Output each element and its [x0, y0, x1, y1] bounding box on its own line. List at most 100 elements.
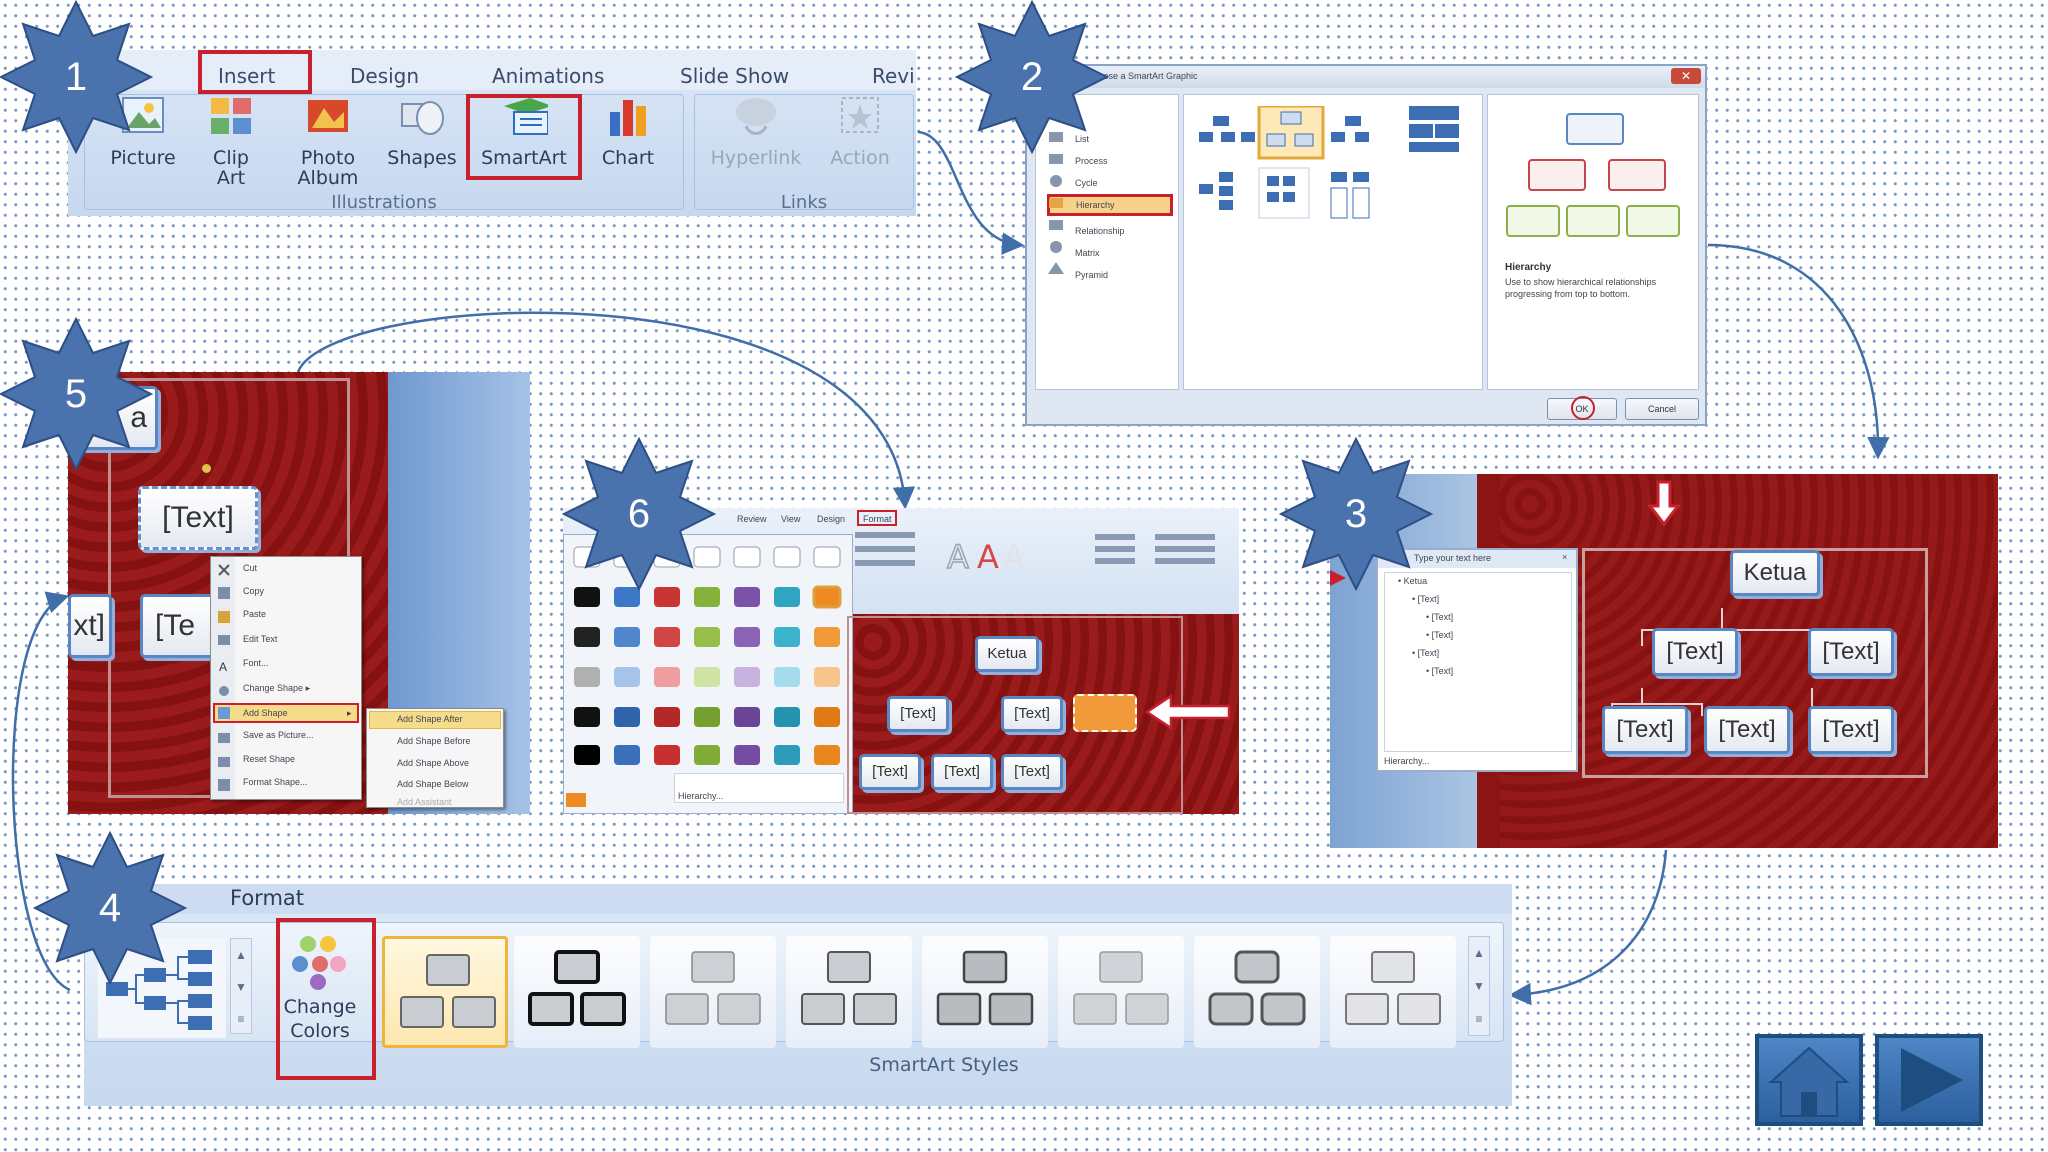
ok-highlight-circle: [1571, 396, 1595, 420]
text-pane-item[interactable]: • Ketua: [1398, 576, 1428, 586]
category-icons: [1048, 132, 1064, 274]
node-text[interactable]: [Text]: [1001, 754, 1063, 790]
node-text[interactable]: [Text]: [1808, 628, 1894, 676]
category-cycle[interactable]: Cycle: [1075, 178, 1098, 188]
node-new-orange[interactable]: [1073, 694, 1137, 732]
node-selected[interactable]: [Text]: [138, 486, 258, 550]
context-menu[interactable]: Cut Copy Paste Edit Text Font... Change …: [210, 556, 362, 800]
tab-review[interactable]: Review: [737, 514, 767, 524]
category-hierarchy[interactable]: Hierarchy: [1047, 194, 1173, 216]
menu-save-as-picture[interactable]: Save as Picture...: [243, 730, 314, 740]
action-button[interactable]: Action: [818, 94, 902, 168]
add-shape-submenu[interactable]: Add Shape After Add Shape Before Add Sha…: [366, 708, 504, 808]
text-pane-screenshot: Type your text here × • Ketua • [Text] •…: [1330, 474, 1998, 848]
node-text[interactable]: [Text]: [887, 696, 949, 732]
dialog-close-button[interactable]: ✕: [1671, 68, 1701, 84]
node-text[interactable]: [Text]: [1704, 706, 1790, 754]
text-pane-title: Type your text here: [1414, 553, 1492, 563]
tab-insert[interactable]: Insert: [218, 64, 276, 88]
menu-copy[interactable]: Copy: [243, 586, 265, 596]
text-pane-item[interactable]: • [Text]: [1426, 612, 1454, 622]
node-partial[interactable]: xt]: [68, 594, 112, 658]
style-gallery-item[interactable]: [650, 936, 776, 1048]
node-text[interactable]: [Text]: [931, 754, 993, 790]
style-gallery-item[interactable]: [922, 936, 1048, 1048]
node-text[interactable]: [Text]: [1602, 706, 1688, 754]
style-gallery-item[interactable]: [382, 936, 508, 1048]
step-seal-2: 2: [952, 0, 1112, 157]
node-ketua[interactable]: Ketua: [975, 636, 1039, 672]
step-seal-6: 6: [559, 434, 719, 594]
style-gallery-item[interactable]: [1194, 936, 1320, 1048]
text-pane[interactable]: Type your text here × • Ketua • [Text] •…: [1376, 548, 1578, 772]
menu-reset-shape[interactable]: Reset Shape: [243, 754, 296, 764]
text-pane-close[interactable]: ×: [1562, 552, 1568, 562]
text-pane-item[interactable]: • [Text]: [1426, 666, 1454, 676]
style-gallery-item[interactable]: [1058, 936, 1184, 1048]
dialog-title: Choose a SmartArt Graphic: [1087, 71, 1198, 81]
smartart-styles-screenshot: Format ▲▼≡ Change Colors ▲▼≡ SmartArt St…: [84, 884, 1512, 1106]
tab-slide-show[interactable]: Slide Show: [680, 64, 790, 88]
tab-animations[interactable]: Animations: [492, 64, 605, 88]
smartart-dialog-screenshot: Choose a SmartArt Graphic ✕ List Process…: [1025, 64, 1707, 426]
hierarchy-footer[interactable]: Hierarchy...: [678, 791, 724, 801]
text-pane-footer[interactable]: Hierarchy...: [1384, 756, 1430, 766]
node-text[interactable]: [Text]: [1652, 628, 1738, 676]
category-process[interactable]: Process: [1075, 156, 1108, 166]
home-icon: [1768, 1046, 1850, 1117]
arrow-3-to-4: [1508, 849, 1668, 1006]
submenu-add-assistant[interactable]: Add Assistant: [397, 797, 452, 807]
menu-change-shape[interactable]: Change Shape ▸: [243, 683, 311, 693]
smartart-highlight: [466, 94, 582, 180]
links-group-label: Links: [780, 192, 828, 213]
menu-add-shape[interactable]: Add Shape▸: [213, 703, 359, 723]
smartart-icon: [504, 98, 552, 135]
hyperlink-button[interactable]: Hyperlink: [698, 94, 814, 168]
cancel-button[interactable]: Cancel: [1625, 398, 1699, 420]
style-gallery-item[interactable]: [786, 936, 912, 1048]
submenu-add-shape-before[interactable]: Add Shape Before: [397, 736, 471, 746]
menu-paste[interactable]: Paste: [243, 609, 267, 619]
left-arrow-icon: [1144, 693, 1231, 731]
submenu-add-shape-after[interactable]: Add Shape After: [397, 714, 463, 724]
category-pyramid[interactable]: Pyramid: [1075, 270, 1109, 280]
menu-format-shape[interactable]: Format Shape...: [243, 777, 308, 787]
tab-format[interactable]: Format: [230, 886, 305, 910]
tab-review[interactable]: Revi: [872, 64, 915, 88]
style-gallery-item[interactable]: [1330, 936, 1456, 1048]
text-pane-item[interactable]: • [Text]: [1412, 594, 1440, 604]
menu-edit-text[interactable]: Edit Text: [243, 634, 278, 644]
layout-scroll-buttons[interactable]: ▲▼≡: [230, 938, 252, 1034]
shapes-button[interactable]: Shapes: [380, 94, 464, 168]
photo-album-button[interactable]: Photo Album: [280, 94, 376, 188]
category-matrix[interactable]: Matrix: [1075, 248, 1100, 258]
clip-art-button[interactable]: Clip Art: [196, 94, 266, 188]
tab-view[interactable]: View: [781, 514, 801, 524]
gallery-scroll-buttons[interactable]: ▲▼≡: [1468, 936, 1490, 1036]
node-text[interactable]: [Text]: [1808, 706, 1894, 754]
chart-button[interactable]: Chart: [588, 94, 668, 168]
style-gallery-item[interactable]: [514, 936, 640, 1048]
layout-thumbnails[interactable]: [1195, 106, 1475, 246]
smartart-button[interactable]: SmartArt: [472, 94, 576, 168]
next-button[interactable]: [1875, 1034, 1983, 1126]
menu-font[interactable]: Font...: [243, 658, 269, 668]
context-menu-screenshot: a [Text] xt] [Te Cut Copy Paste Edit Tex…: [68, 372, 530, 814]
selection-handle[interactable]: [202, 464, 211, 473]
node-ketua[interactable]: Ketua: [1730, 550, 1820, 596]
menu-cut[interactable]: Cut: [243, 563, 258, 573]
text-pane-item[interactable]: • [Text]: [1412, 648, 1440, 658]
submenu-add-shape-below[interactable]: Add Shape Below: [397, 779, 469, 789]
change-colors-button[interactable]: Change Colors: [280, 924, 360, 1042]
tab-format[interactable]: Format: [857, 510, 897, 526]
tab-design[interactable]: Design: [350, 64, 420, 88]
home-button[interactable]: [1755, 1034, 1863, 1126]
category-list[interactable]: List: [1075, 134, 1090, 144]
text-pane-item[interactable]: • [Text]: [1426, 630, 1454, 640]
node-text[interactable]: [Text]: [1001, 696, 1063, 732]
submenu-add-shape-above[interactable]: Add Shape Above: [397, 758, 470, 768]
tab-design[interactable]: Design: [817, 514, 846, 524]
category-relationship[interactable]: Relationship: [1075, 226, 1125, 236]
node-text[interactable]: [Text]: [859, 754, 921, 790]
